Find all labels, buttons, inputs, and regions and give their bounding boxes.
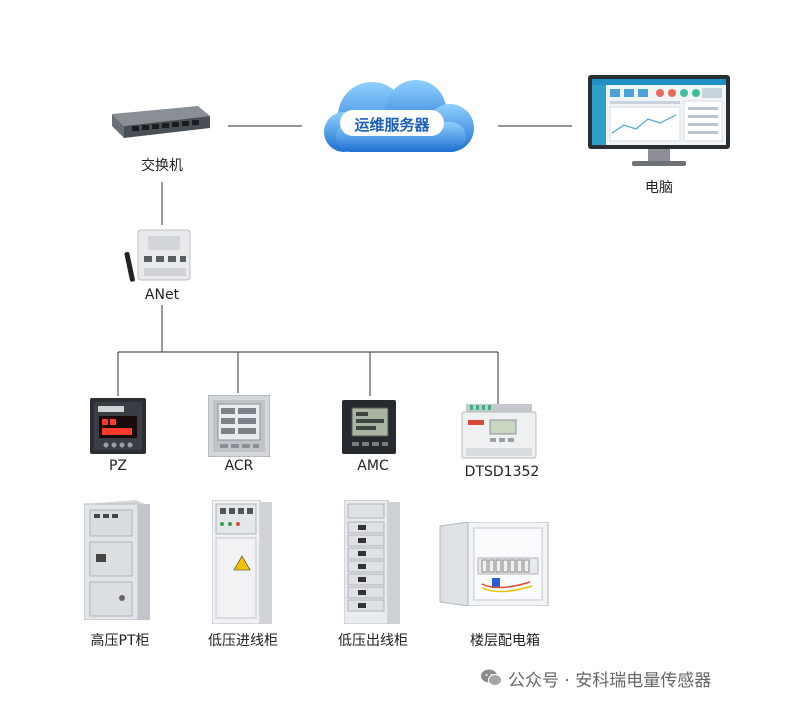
pz-meter-device [90,398,146,458]
footer-watermark: 公众号 · 安科瑞电量传感器 [480,666,712,691]
lv-outgoing-cabinet-label: 低压出线柜 [338,633,408,649]
dtsd1352-meter-device [460,404,538,466]
lv-outgoing-cabinet [343,499,400,628]
hv-pt-cabinet [83,500,150,624]
amc-meter-device [342,400,396,458]
cloud-server [312,72,488,168]
lv-incoming-cabinet [211,499,272,628]
switch-device [108,104,212,144]
floor-distribution-box-label: 楼层配电箱 [470,633,540,649]
anet-label: ANet [144,287,180,303]
cloud-label: 运维服务器 [354,116,430,134]
amc-label: AMC [357,458,389,474]
footer-text: 公众号 · 安科瑞电量传感器 [508,670,712,691]
hv-pt-cabinet-label: 高压PT柜 [90,633,150,649]
lv-incoming-cabinet-label: 低压进线柜 [208,633,278,649]
acr-meter-device [207,394,271,461]
switch-label: 交换机 [141,158,183,174]
computer-device [588,75,730,173]
pz-label: PZ [108,458,128,474]
dtsd1352-label: DTSD1352 [464,464,540,480]
anet-gateway-device [124,226,200,288]
acr-label: ACR [224,458,254,474]
wechat-icon [480,668,502,688]
computer-label: 电脑 [645,180,673,196]
floor-distribution-box [438,521,552,610]
